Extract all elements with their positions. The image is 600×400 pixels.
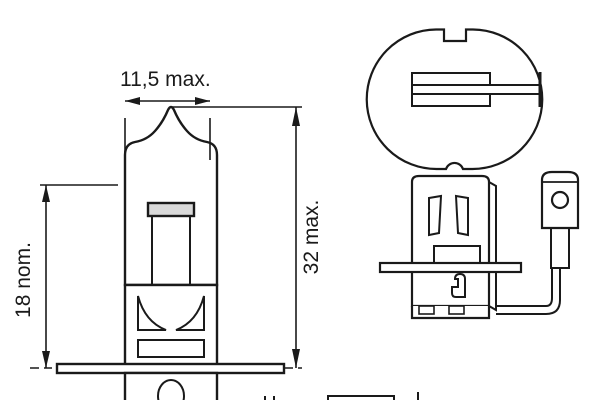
- overall-arrow-top: [292, 107, 300, 126]
- side-base-right-edge: [488, 181, 497, 312]
- side-elevation-view: [378, 170, 580, 320]
- dimension-label-seating-height: 18 nom.: [12, 242, 35, 318]
- dimension-seating-height: [30, 184, 118, 369]
- width-arrow-left: [125, 97, 140, 105]
- skirt-oval-hole: [157, 379, 185, 400]
- side-vent-slot-right: [454, 194, 469, 237]
- dimension-overall-height: [172, 106, 302, 369]
- side-lead-wire-inner: [496, 265, 553, 307]
- seating-arrow-top: [42, 185, 50, 202]
- dimension-label-overall-height: 32 max.: [300, 200, 323, 275]
- side-foot-notch-left: [418, 305, 435, 315]
- mounting-flange: [55, 362, 286, 375]
- base-rect-slot: [137, 339, 205, 358]
- connector-ferrule: [550, 227, 570, 269]
- side-foot-notch-right: [448, 305, 465, 315]
- overall-arrow-bottom: [292, 349, 300, 368]
- base-cutout-left: [137, 295, 167, 331]
- flat-blade-connector: [327, 392, 419, 400]
- glass-envelope-outline: [123, 105, 219, 287]
- dimension-label-width: 11,5 max.: [120, 68, 211, 91]
- base-cutout-right: [175, 295, 205, 331]
- plan-slot-lower: [411, 93, 491, 107]
- top-plan-view: [365, 27, 544, 171]
- front-elevation-view: [55, 105, 286, 400]
- width-arrow-right: [195, 97, 210, 105]
- filament-block: [146, 201, 196, 218]
- side-base-body: [410, 174, 491, 308]
- blade-connector-body: [327, 395, 395, 400]
- side-keyhole: [451, 272, 466, 298]
- side-vent-slot-left: [428, 194, 443, 237]
- dimension-width: [124, 97, 211, 160]
- plan-center-bar: [411, 84, 541, 95]
- seating-arrow-bottom: [42, 351, 50, 368]
- side-upper-rect: [433, 245, 481, 265]
- side-mounting-flange: [378, 261, 523, 274]
- connector-hole: [550, 190, 570, 210]
- side-lead-wire-outer: [496, 265, 561, 315]
- plan-slot-upper: [411, 72, 491, 86]
